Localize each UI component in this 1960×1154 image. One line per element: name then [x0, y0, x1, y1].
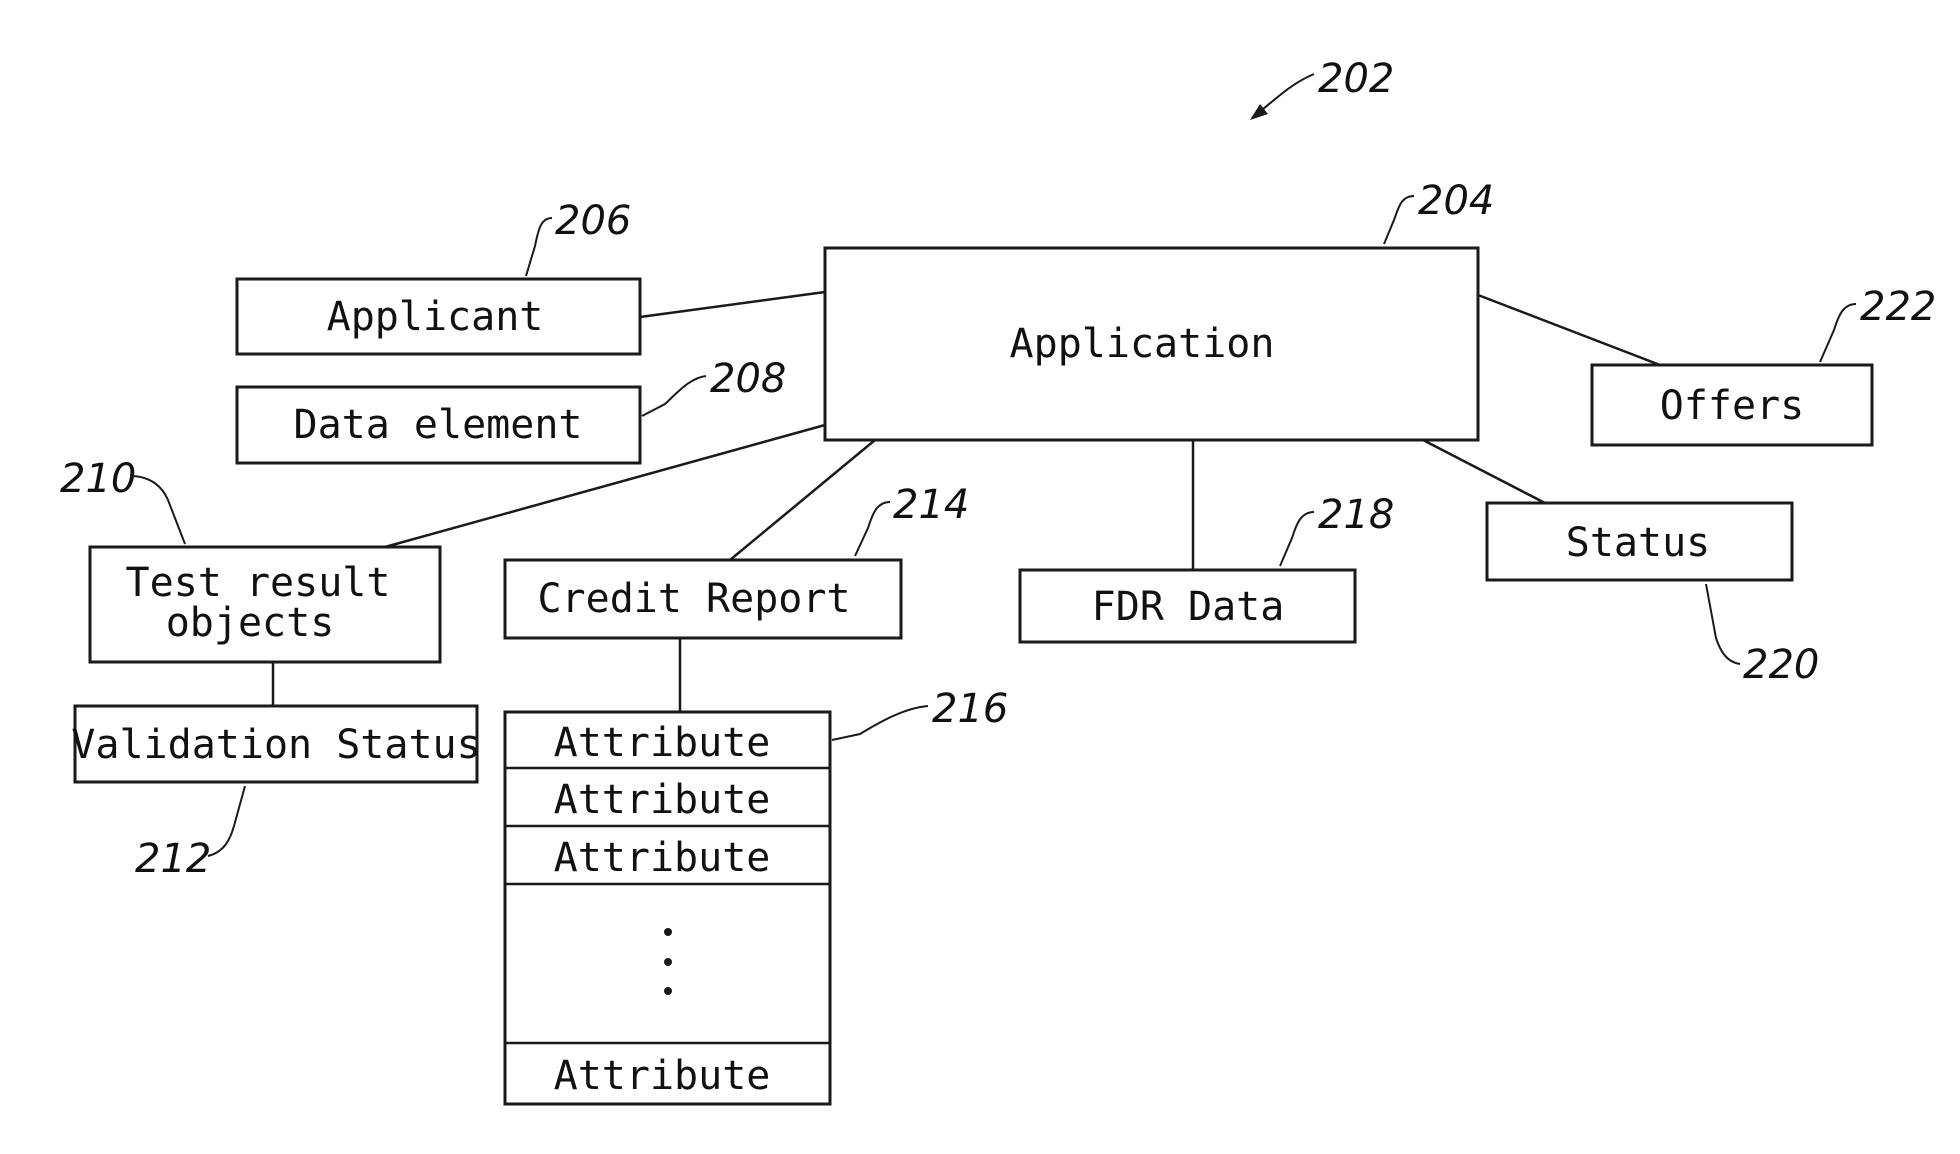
attribute-row-4: Attribute [554, 1053, 771, 1099]
test-result-label-line2: objects [166, 600, 335, 646]
application-ref-leader [1384, 196, 1414, 244]
status-ref-leader [1706, 584, 1740, 664]
credit-report-ref-leader [855, 502, 890, 556]
fdr-data-ref-leader [1280, 512, 1314, 566]
figure-ref-label: 202 [1318, 56, 1394, 102]
data-element-ref: 208 [710, 356, 786, 402]
node-test-result-objects: Test result objects 210 [60, 456, 440, 662]
node-fdr-data: FDR Data 218 [1020, 492, 1394, 642]
applicant-ref-leader [526, 218, 552, 276]
node-status: Status 220 [1487, 503, 1819, 688]
node-validation-status: Validation Status 212 [71, 706, 480, 882]
applicant-ref: 206 [555, 198, 631, 244]
node-offers: Offers 222 [1592, 284, 1936, 445]
link-application-offers [1478, 295, 1660, 365]
attributes-outer-box [505, 712, 830, 1104]
fdr-data-ref: 218 [1318, 492, 1394, 538]
node-attributes: Attribute Attribute Attribute Attribute … [505, 686, 1008, 1104]
attributes-ref: 216 [932, 686, 1008, 732]
node-credit-report: Credit Report 214 [505, 482, 969, 638]
figure-ref-202: 202 [1250, 56, 1394, 120]
validation-status-label: Validation Status [71, 722, 480, 768]
application-label: Application [1010, 321, 1275, 367]
link-application-status [1423, 440, 1545, 503]
attribute-row-2: Attribute [554, 777, 771, 823]
link-application-credit-report [730, 440, 875, 560]
offers-ref: 222 [1860, 284, 1936, 330]
ellipsis-dot-3 [664, 987, 672, 995]
attribute-row-1: Attribute [554, 720, 771, 766]
validation-status-ref-leader [208, 786, 245, 856]
status-label: Status [1566, 520, 1711, 566]
node-applicant: Applicant 206 [237, 198, 640, 354]
link-applicant-application [640, 292, 825, 317]
validation-status-ref: 212 [135, 836, 211, 882]
test-result-ref-leader [130, 476, 185, 544]
node-data-element: Data element 208 [237, 356, 786, 463]
data-element-label: Data element [294, 402, 583, 448]
node-application: Application 204 [825, 178, 1494, 440]
application-ref: 204 [1418, 178, 1494, 224]
credit-report-label: Credit Report [537, 576, 850, 622]
ellipsis-dot-2 [664, 958, 672, 966]
credit-report-ref: 214 [893, 482, 969, 528]
fdr-data-label: FDR Data [1092, 584, 1285, 630]
status-ref: 220 [1743, 642, 1819, 688]
offers-label: Offers [1660, 383, 1805, 429]
data-element-ref-leader [642, 376, 706, 416]
ellipsis-dot-1 [664, 928, 672, 936]
applicant-label: Applicant [327, 294, 544, 340]
test-result-ref: 210 [60, 456, 136, 502]
attribute-row-3: Attribute [554, 835, 771, 881]
attributes-ref-leader [832, 706, 928, 740]
offers-ref-leader [1820, 304, 1856, 362]
